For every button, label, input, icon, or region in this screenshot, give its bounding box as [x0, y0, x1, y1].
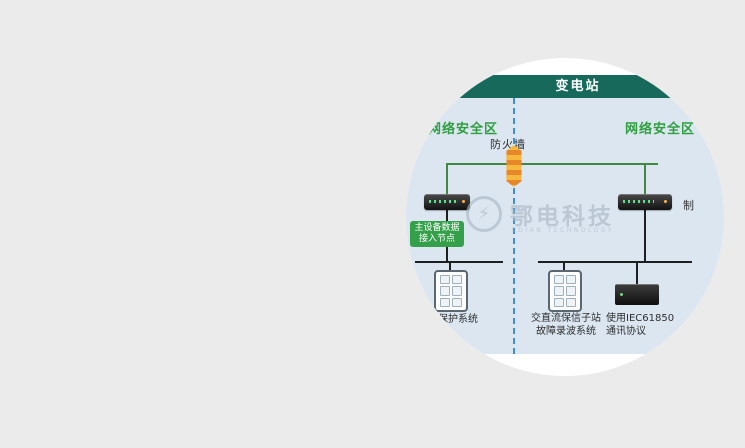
diagram-circle: 变电站 网络安全区 网络安全区 防火墙 制 主设备数据 接入节点 — [406, 58, 724, 376]
panel-cell — [440, 286, 450, 296]
panel-cell — [566, 286, 576, 296]
panel-cell — [440, 297, 450, 307]
cable-recorder — [636, 262, 638, 285]
protection-device-left-icon — [434, 270, 468, 312]
panel-cell — [452, 275, 462, 285]
network-switch-left-icon — [424, 194, 470, 210]
fault-recorder-icon — [615, 284, 659, 305]
substation-header: 变电站 — [406, 75, 724, 98]
firewall-label: 防火墙 — [490, 138, 526, 151]
switch-led-strip-icon — [429, 200, 456, 203]
panel-cell — [554, 286, 564, 296]
access-node-line1: 主设备数据 — [414, 223, 460, 233]
switch-status-led-icon — [462, 200, 465, 203]
cable-device-right — [563, 262, 565, 271]
panel-cell — [566, 275, 576, 285]
zone-label-left: 网络安全区 — [428, 122, 499, 137]
device-label-right: 使用IEC61850 通讯协议 — [606, 312, 674, 338]
recorder-led-icon — [620, 293, 623, 296]
black-bus-right — [538, 261, 692, 263]
zone-label-right: 网络安全区 — [625, 122, 696, 137]
access-node-line2: 接入节点 — [418, 234, 455, 244]
green-bus-line — [447, 163, 658, 165]
panel-cell — [440, 275, 450, 285]
device-label-right-line1: 使用IEC61850 — [606, 313, 675, 324]
panel-cell — [452, 297, 462, 307]
device-label-center-line2: 故障录波系统 — [536, 326, 596, 337]
cable-switch-right-down — [644, 210, 646, 262]
device-label-center: 交直流保信子站 故障录波系统 — [524, 312, 608, 338]
black-bus-left — [415, 261, 503, 263]
device-label-left: 保护系统 — [438, 314, 478, 325]
device-label-right-line2: 通讯协议 — [606, 326, 646, 337]
substation-title: 变电站 — [555, 79, 601, 94]
firewall-icon — [506, 145, 522, 187]
clipped-partial-label: 制 — [683, 199, 694, 212]
panel-cell — [566, 297, 576, 307]
cable-device-left — [449, 262, 451, 271]
security-zone-divider-line — [513, 98, 515, 354]
device-label-center-line1: 交直流保信子站 — [531, 313, 601, 324]
network-switch-right-icon — [618, 194, 672, 210]
switch-status-led-icon — [664, 200, 667, 203]
switch-led-strip-icon — [623, 200, 655, 203]
access-node-tag: 主设备数据 接入节点 — [410, 221, 464, 247]
green-cable-left — [446, 163, 448, 194]
protection-device-right-icon — [548, 270, 582, 312]
panel-cell — [554, 275, 564, 285]
panel-cell — [554, 297, 564, 307]
panel-cell — [452, 286, 462, 296]
green-cable-right — [644, 163, 646, 194]
